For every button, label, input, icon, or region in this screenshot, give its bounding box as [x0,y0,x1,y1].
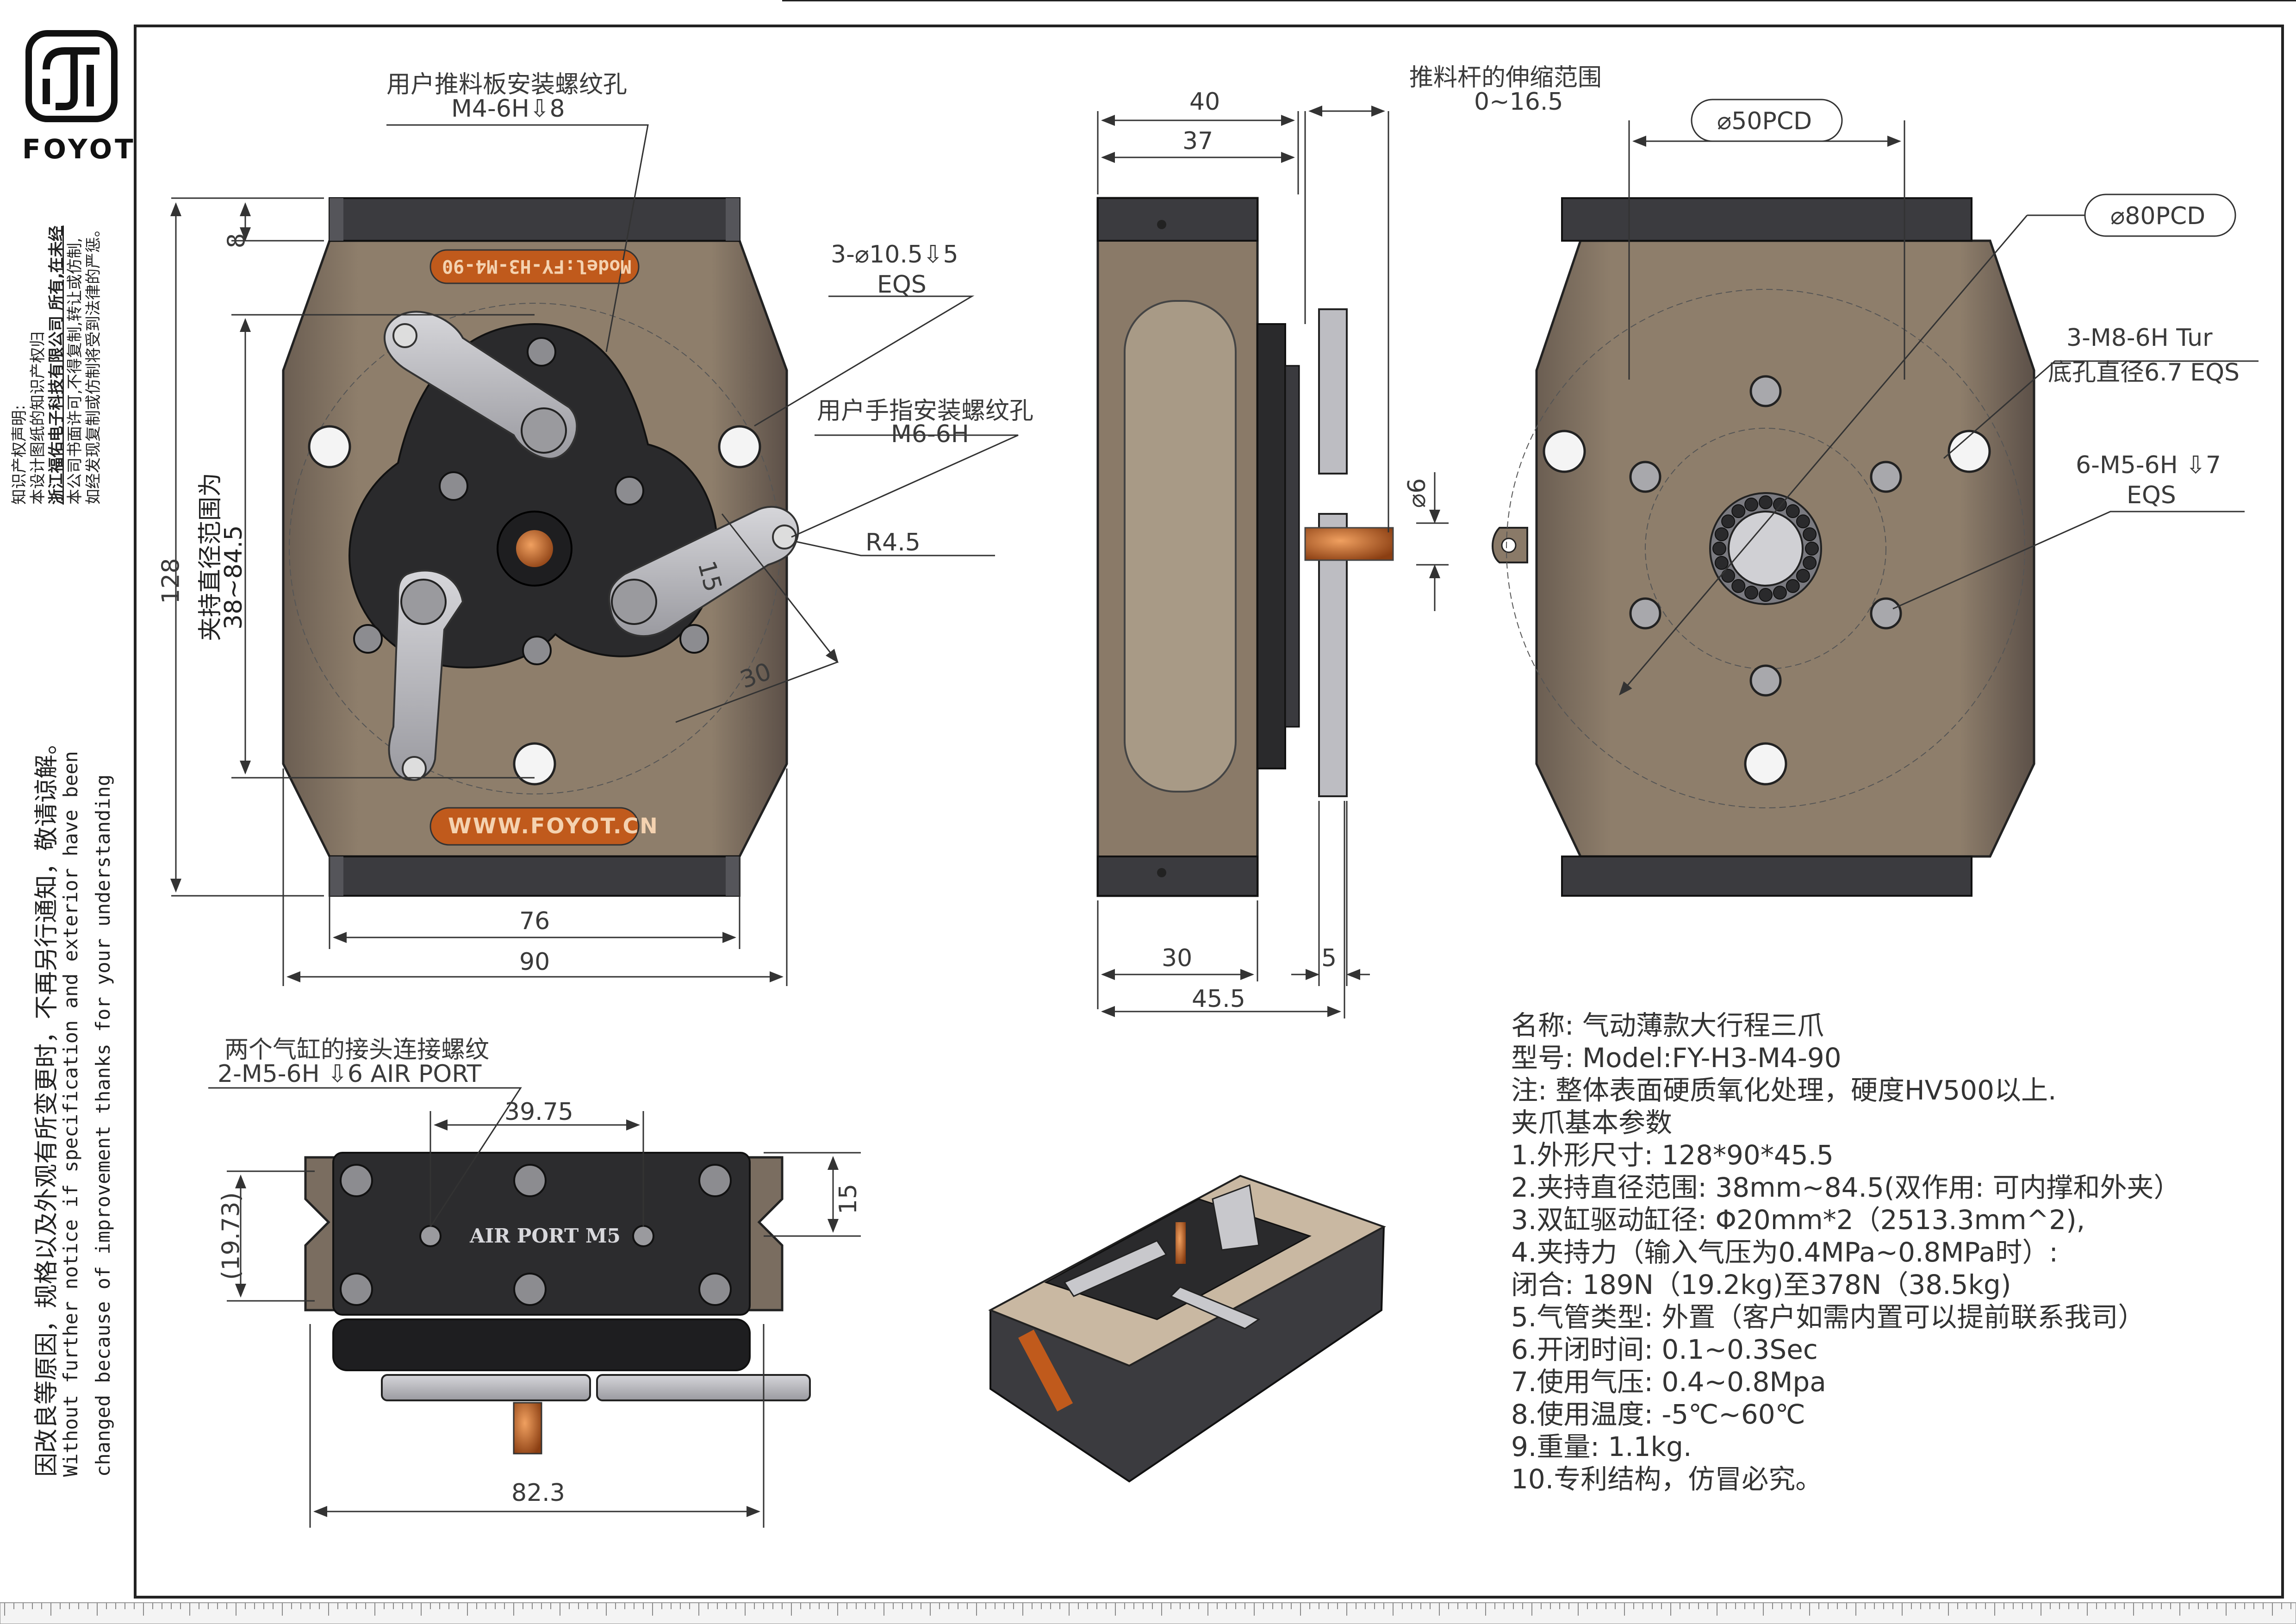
stroke-label: 推料杆的伸缩范围 [1409,64,1602,92]
front-dimensions [170,124,1019,986]
website-plate-text: WWW.FOYOT.CN [448,813,659,838]
change-notice-cn: 因改良等原因，规格以及外观有所变更时，不再另行通知，敬请谅解。 [33,730,61,1477]
spec-line: 名称: 气动薄款大行程三爪 [1511,1010,1824,1041]
m5-label: 6-M5-6H ⇩7 [2076,451,2221,479]
back-dimensions [1619,120,2259,696]
ip-notice-line: 本公司书面许可,不得复制,转让或仿制, [66,237,84,505]
spec-line: 型号: Model:FY-H3-M4-90 [1511,1042,1842,1074]
spec-line: 10.专利结构，仿冒必究。 [1511,1463,1823,1495]
hole-eqs: EQS [877,271,927,299]
dim-45-5: 45.5 [1192,985,1245,1013]
dim-90: 90 [519,948,550,976]
spec-line: 7.使用气压: 0.4~0.8Mpa [1511,1366,1826,1398]
dim-30-side: 30 [1162,944,1193,972]
foyot-logo-icon [25,30,118,122]
ip-notice: 知识产权声明: 本设计图纸的知识产权归 浙江福佑电子科技有限公司 所有,在未经 … [10,221,103,505]
spec-line: 2.夹持直径范围: 38mm~84.5(双作用: 可内撑和外夹） [1511,1172,2181,1203]
air-port-spec: 2-M5-6H ⇩6 AIR PORT [218,1060,482,1088]
finger-thread-label: 用户手指安装螺纹孔 [817,397,1034,425]
pcd80-label: ⌀80PCD [2110,202,2206,230]
bottom-dimensions [208,1087,861,1528]
ip-notice-line: 如经发现复制或仿制将受到法律的严惩。 [84,221,103,505]
air-port-label: 两个气缸的接头连接螺纹 [224,1036,490,1064]
dim-128: 128 [157,558,185,604]
radius-label: R4.5 [865,529,921,556]
brand-logo-text: FOYOT [22,133,136,165]
dim-8: 8 [223,233,251,249]
ip-notice-line: 本设计图纸的知识产权归 [29,331,47,505]
m8-sublabel: 底孔直径6.7 EQS [2048,359,2240,387]
hole-spec: 3-⌀10.5⇩5 [831,241,958,269]
side-view [1096,197,1394,897]
isometric-view [988,1174,1386,1483]
back-view [1492,99,2236,897]
bottom-ruler [0,1602,2296,1624]
spec-line: 注: 整体表面硬质氧化处理，硬度HV500以上. [1511,1074,2057,1106]
front-view [282,197,799,897]
finger-thread-spec: M6-6H [891,420,969,448]
pcd50-label: ⌀50PCD [1717,107,1812,135]
mount-thread-label: 用户推料板安装螺纹孔 [386,71,628,99]
dim-39-75: 39.75 [504,1098,573,1126]
bottom-view [304,1152,811,1455]
grip-range-value: 38~84.5 [220,525,248,630]
m8-label: 3-M8-6H Tur [2066,324,2213,352]
change-notice-en-1: Without further notice if specification … [59,751,82,1477]
ip-notice-line: 浙江福佑电子科技有限公司 所有,在未经 [47,225,66,505]
spec-line: 5.气管类型: 外置（客户如需内置可以提前联系我司） [1511,1301,2145,1333]
air-port-plate: AIR PORT M5 [470,1224,621,1247]
stroke-value: 0~16.5 [1474,88,1563,116]
sheet-border [134,25,2284,1599]
dim-82-3: 82.3 [511,1479,565,1507]
spec-line: 4.夹持力（输入气压为0.4MPa~0.8MPa时）: [1511,1237,2058,1268]
spec-line: 闭合: 189N（19.2kg)至378N（38.5kg) [1511,1269,2011,1300]
side-dimensions [1097,106,1449,1018]
spec-line: 6.开闭时间: 0.1~0.3Sec [1511,1334,1818,1365]
ip-notice-line: 知识产权声明: [10,405,29,505]
spec-line: 3.双缸驱动缸径: Φ20mm*2（2513.3mm^2), [1511,1204,2085,1236]
dim-40: 40 [1189,88,1220,116]
m5-eqs: EQS [2127,481,2176,509]
dim-76: 76 [519,907,550,935]
dim-5: 5 [1321,944,1337,972]
dim-15-bottom: 15 [834,1183,863,1215]
dim-19-73: (19.73) [217,1192,245,1280]
model-plate-text: Model:FY-H3-M4-90 [442,256,632,277]
dim-37: 37 [1182,127,1213,155]
mount-thread-spec: M4-6H⇩8 [451,95,565,123]
dim-d6: ⌀6 [1403,478,1431,508]
spec-line: 9.重量: 1.1kg. [1511,1431,1692,1462]
spec-line: 夹爪基本参数 [1511,1107,1673,1138]
spec-line: 8.使用温度: -5℃~60℃ [1511,1399,1805,1430]
spec-line: 1.外形尺寸: 128*90*45.5 [1511,1139,1834,1171]
change-notice-en-2: changed because of improvement thanks fo… [92,774,114,1477]
